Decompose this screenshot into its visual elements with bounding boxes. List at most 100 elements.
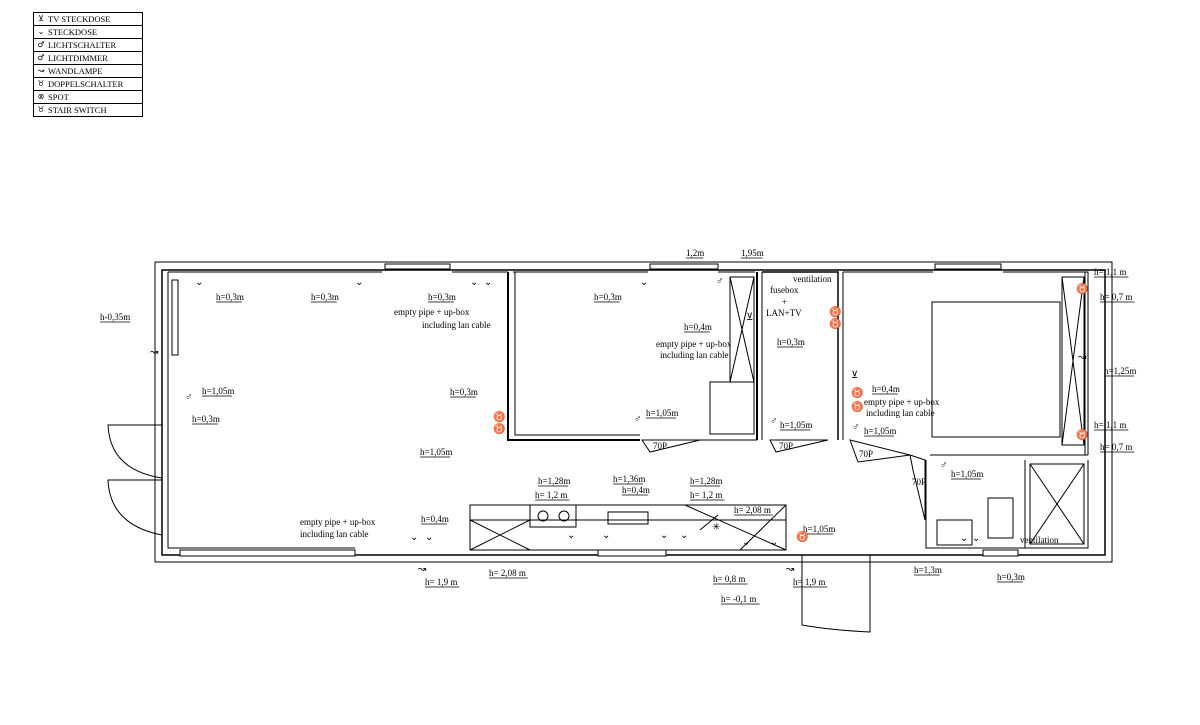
dimension-label: h=1,25m bbox=[1104, 366, 1136, 376]
dimension-label: h=0,3m bbox=[594, 292, 622, 302]
light-switch-icon: ♂ bbox=[37, 40, 45, 49]
double-switch-icon: ♉ bbox=[851, 386, 863, 399]
light-switch-icon: ♂ bbox=[940, 460, 948, 471]
dimension-label: h=0,3m bbox=[450, 387, 478, 397]
shower bbox=[1029, 463, 1085, 545]
tv-socket-icon: ⊻ bbox=[851, 370, 858, 381]
dimension-label: h= 0,7 m bbox=[1100, 292, 1132, 302]
dimension-label: h=1,05m bbox=[803, 524, 835, 534]
double-switch-icon: ♉ bbox=[37, 79, 45, 88]
legend-label: TV STECKDOSE bbox=[48, 14, 111, 24]
dimension-label: h=1,05m bbox=[951, 469, 983, 479]
dimension-label: empty pipe + up-box bbox=[394, 307, 470, 317]
dimension-label: + bbox=[782, 297, 787, 307]
double-switch-icon: ♉ bbox=[493, 410, 505, 423]
socket-icon: ⌄ bbox=[972, 533, 980, 544]
socket-icon: ⌄ bbox=[470, 277, 478, 288]
wall-lamp-icon: ↝ bbox=[786, 564, 795, 575]
socket-icon: ⌄ bbox=[602, 530, 610, 541]
dimension-label: LAN+TV bbox=[766, 308, 802, 318]
dimension-label: empty pipe + up-box bbox=[300, 517, 376, 527]
sink bbox=[936, 519, 973, 546]
hob bbox=[529, 504, 577, 528]
socket-icon: ⌄ bbox=[355, 277, 363, 288]
entrance-door bbox=[107, 424, 163, 536]
window bbox=[649, 263, 719, 270]
dimension-label: fusebox bbox=[770, 285, 799, 295]
door bbox=[769, 439, 829, 453]
double-switch-icon: ♉ bbox=[493, 422, 505, 435]
double-switch-icon: ♉ bbox=[796, 530, 808, 543]
dimension-label: h=0,3m bbox=[216, 292, 244, 302]
legend-row: ⊻TV STECKDOSE bbox=[34, 13, 142, 26]
dimension-label: h=0,3m bbox=[997, 572, 1025, 582]
legend-row: ♂LICHTDIMMER bbox=[34, 52, 142, 65]
legend-row: ♉STAIR SWITCH bbox=[34, 104, 142, 116]
socket-icon: ⌄ bbox=[484, 277, 492, 288]
dimension-label: h=1,3m bbox=[914, 565, 942, 575]
window bbox=[384, 263, 451, 270]
legend-label: STECKDOSE bbox=[48, 27, 98, 37]
dimension-label: ventilation bbox=[793, 274, 832, 284]
dimension-label: h=0,4m bbox=[421, 514, 449, 524]
wall-lamp-icon: ↝ bbox=[150, 347, 159, 358]
dimension-label: h= 1,2 m bbox=[535, 490, 567, 500]
dimension-label: h=0,4m bbox=[872, 384, 900, 394]
legend-row: ↝WANDLAMPE bbox=[34, 65, 142, 78]
stair-switch-icon: ♉ bbox=[37, 105, 45, 114]
dimension-label: including lan cable bbox=[422, 320, 490, 330]
dimension-label: h=1,05m bbox=[420, 447, 452, 457]
oven bbox=[607, 511, 649, 525]
dimension-label: ventilation bbox=[1020, 535, 1059, 545]
door bbox=[849, 439, 911, 463]
dimension-label: h=0,4m bbox=[622, 485, 650, 495]
dimension-label: 70P bbox=[779, 441, 793, 451]
dimension-label: h=0,3m bbox=[777, 337, 805, 347]
dimension-label: h=0,3m bbox=[428, 292, 456, 302]
dimension-label: empty pipe + up-box bbox=[656, 339, 732, 349]
legend-label: SPOT bbox=[48, 92, 69, 102]
dimension-label: including lan cable bbox=[866, 408, 934, 418]
legend: ⊻TV STECKDOSE⌄STECKDOSE♂LICHTSCHALTER♂LI… bbox=[33, 12, 143, 117]
dimension-label: h= 0,8 m bbox=[713, 574, 745, 584]
dimension-label: h= 1,9 m bbox=[793, 577, 825, 587]
wardrobe bbox=[1061, 276, 1085, 446]
dimension-label: h= -0,1 m bbox=[721, 594, 756, 604]
dimension-label: h-0,35m bbox=[100, 312, 130, 322]
door bbox=[909, 454, 926, 521]
tv-socket-icon: ⊻ bbox=[746, 312, 753, 323]
dimension-label: including lan cable bbox=[660, 350, 728, 360]
wall bbox=[762, 271, 839, 440]
wall bbox=[925, 460, 1089, 549]
socket-icon: ⌄ bbox=[425, 532, 433, 543]
dimension-label: h= 2,08 m bbox=[489, 568, 526, 578]
double-switch-icon: ♉ bbox=[829, 317, 841, 330]
dimension-label: h=1,05m bbox=[202, 386, 234, 396]
wall bbox=[514, 272, 640, 436]
legend-label: LICHTDIMMER bbox=[48, 53, 108, 63]
socket-icon: ⌄ bbox=[640, 277, 648, 288]
legend-row: ♂LICHTSCHALTER bbox=[34, 39, 142, 52]
kitchen-counter bbox=[469, 504, 787, 551]
wall bbox=[507, 272, 640, 441]
radiator bbox=[171, 279, 179, 356]
dimension-label: h= 1,2 m bbox=[690, 490, 722, 500]
dimension-label: 70P bbox=[912, 477, 926, 487]
double-switch-icon: ♉ bbox=[829, 305, 841, 318]
dimension-label: 1,95m bbox=[741, 248, 764, 258]
legend-row: ♉DOPPELSCHALTER bbox=[34, 78, 142, 91]
legend-row: ⊗SPOT bbox=[34, 91, 142, 104]
dimension-label: h= 1,1 m bbox=[1094, 267, 1126, 277]
exit-door bbox=[801, 555, 871, 633]
legend-label: WANDLAMPE bbox=[48, 66, 103, 76]
dimension-label: 1,2m bbox=[686, 248, 704, 258]
wall-lamp-icon: ↝ bbox=[37, 66, 45, 75]
double-switch-icon: ♉ bbox=[851, 400, 863, 413]
window bbox=[597, 549, 667, 557]
light-switch-icon: ♂ bbox=[634, 414, 642, 425]
legend-label: LICHTSCHALTER bbox=[48, 40, 117, 50]
dimension-label: h=1,05m bbox=[780, 420, 812, 430]
door bbox=[641, 439, 701, 453]
bed bbox=[931, 301, 1061, 438]
